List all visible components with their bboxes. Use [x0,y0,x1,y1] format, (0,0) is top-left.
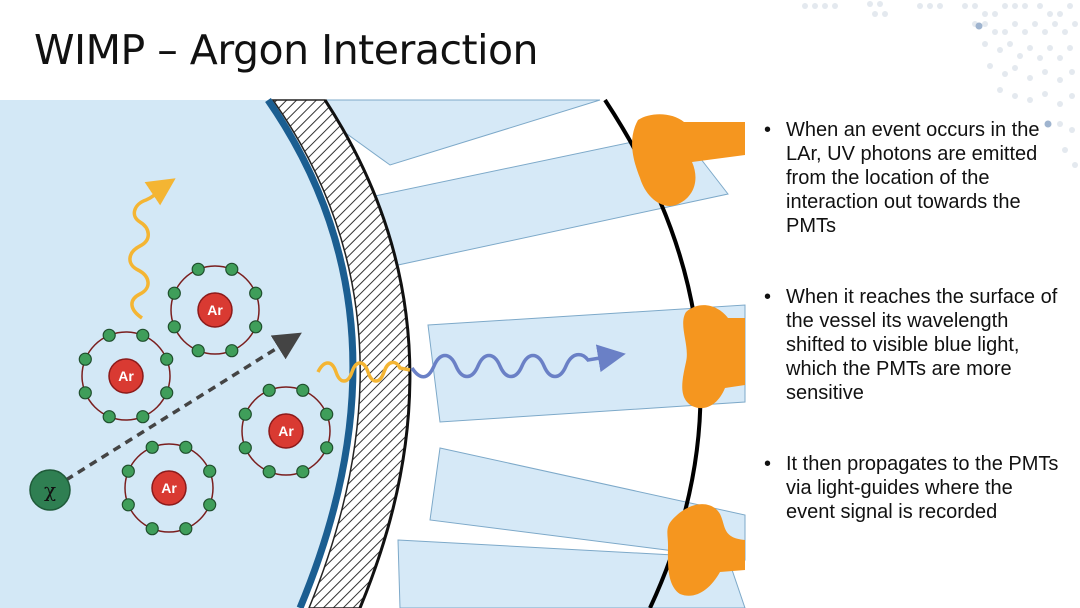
accent-dot [1044,120,1052,128]
electron [167,286,181,300]
accent-dot [975,22,983,30]
visible-photon-wave [410,344,626,379]
electron [203,498,217,512]
electrons [78,262,334,536]
electron [179,522,193,536]
electron [225,344,239,358]
slide-title: WIMP – Argon Interaction [34,26,539,74]
electron [145,522,159,536]
electron [249,320,263,334]
decorative-dot-pattern [802,1,1078,168]
electron [249,286,263,300]
electron [191,262,205,276]
electron [320,441,334,455]
bullet-item: • It then propagates to the PMTs via lig… [762,452,1062,524]
argon-atom: Ar [81,331,171,421]
bullet-text: When an event occurs in the LAr, UV phot… [786,119,1040,237]
electron [160,352,174,366]
argon-atom: Ar [124,443,214,533]
electron [225,262,239,276]
pmts [632,114,745,596]
electron [296,383,310,397]
electron [145,440,159,454]
liquid-argon-volume [0,100,353,608]
wimp-trajectory [65,332,302,482]
electron [191,344,205,358]
electron [238,407,252,421]
wimp-label: χ [44,478,56,502]
light-guide [427,304,746,423]
electron [179,440,193,454]
bullet-text: When it reaches the surface of the vesse… [786,286,1058,404]
electron [121,464,135,478]
electron [203,464,217,478]
wimp-particle: χ [29,469,71,511]
title-bar [0,0,800,98]
electron [296,465,310,479]
argon-atom: Ar [170,265,260,355]
pmt [682,305,745,409]
vessel-wall [265,98,357,608]
electron [102,328,116,342]
atom-label: Ar [207,302,223,318]
electron [102,410,116,424]
pmt [632,114,745,206]
electron [136,410,150,424]
electron [160,386,174,400]
bullet-item: • When it reaches the surface of the ves… [762,285,1062,405]
pmt [667,504,745,596]
argon-atom: Ar [241,386,331,476]
electron [262,383,276,397]
atom-label: Ar [118,368,134,384]
bullet-list: • When an event occurs in the LAr, UV ph… [762,118,1062,524]
electron [262,465,276,479]
bullet-item: • When an event occurs in the LAr, UV ph… [762,118,1062,238]
electron [78,386,92,400]
electron [121,498,135,512]
atom-label: Ar [161,480,177,496]
electron [320,407,334,421]
atom-label: Ar [278,423,294,439]
uv-photon-wave [128,178,176,320]
bullet-marker: • [764,286,772,308]
vessel-outer-wall [323,99,412,608]
electron [78,352,92,366]
electron [238,441,252,455]
electron [167,320,181,334]
bullet-marker: • [764,119,772,141]
bullet-marker: • [764,453,772,475]
uv-photon-wave [316,360,411,383]
electron [136,328,150,342]
bullet-text: It then propagates to the PMTs via light… [786,453,1059,523]
